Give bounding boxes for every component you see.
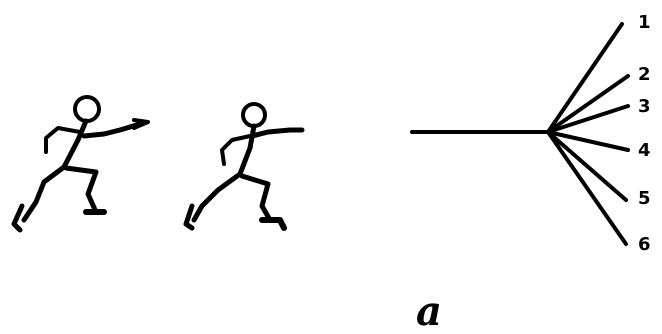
branch-line-4 — [546, 130, 630, 152]
branch-label-3: 3 — [638, 96, 651, 117]
runner-left-rear-arm — [44, 126, 82, 154]
running-figure-right-icon — [183, 102, 305, 231]
figure-caption: a — [416, 288, 442, 334]
runner-right-front-leg — [239, 173, 273, 223]
runner-right-front-arm — [249, 127, 305, 139]
branch-label-1: 1 — [638, 12, 651, 33]
branch-line-3 — [546, 104, 630, 134]
runner-left-head — [73, 95, 101, 123]
runner-left-hand — [132, 118, 150, 130]
branch-label-5: 5 — [638, 188, 651, 209]
running-figure-left-icon — [11, 95, 150, 233]
runner-right-torso — [237, 123, 257, 177]
runner-left-back-foot — [11, 203, 25, 233]
branch-label-6: 6 — [638, 234, 651, 255]
branch-line-1 — [546, 22, 624, 134]
branch-line-6 — [546, 130, 628, 246]
runner-left-torso — [61, 118, 89, 170]
runner-left-front-arm — [81, 121, 143, 139]
runner-left-back-leg — [21, 164, 67, 223]
runner-right-head — [241, 102, 267, 128]
runner-right-back-leg — [191, 171, 243, 223]
runner-right-front-foot — [259, 217, 287, 231]
runner-right-back-foot — [183, 203, 195, 231]
branch-line-5 — [546, 130, 628, 202]
branching-tree: 1 2 3 4 5 6 — [410, 12, 651, 255]
branch-label-2: 2 — [638, 64, 651, 85]
runner-left-front-leg — [63, 165, 99, 215]
runner-right-rear-arm — [220, 134, 252, 166]
branch-label-4: 4 — [638, 140, 651, 161]
branch-line-2 — [546, 74, 630, 134]
